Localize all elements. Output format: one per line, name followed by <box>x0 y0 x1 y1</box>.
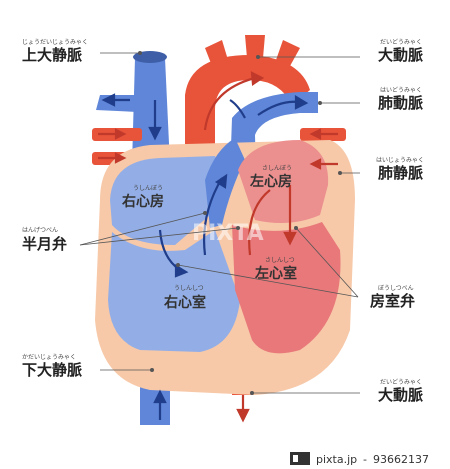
left-atrium-label: 左心房 <box>249 173 292 190</box>
aorta-top-ruby: だいどうみゃく <box>380 38 422 46</box>
left-atrium-ruby: さしんぼう <box>262 165 292 172</box>
pulmonary-vein-ruby: はいじょうみゃく <box>376 157 424 164</box>
left-atrium-chamber <box>238 140 329 224</box>
flow-arrows <box>101 93 309 420</box>
inferior-vena-cava-label: 下大静脈 <box>22 361 82 379</box>
right-ventricle-ruby: うしんしつ <box>174 285 204 292</box>
left-ventricle-ruby: さしんしつ <box>265 257 295 264</box>
pulmonary-vein-label: 肺静脈 <box>378 164 423 182</box>
semilunar-valve-label: 半月弁 <box>22 235 67 253</box>
semilunar-valve-ruby: はんげつべん <box>22 226 58 234</box>
watermark-text: PIXTA <box>192 221 264 246</box>
left-ventricle-chamber <box>232 222 341 354</box>
right-atrium-ruby: うしんぼう <box>133 185 163 192</box>
footer-separator: - <box>363 453 367 466</box>
flow-arrows-red <box>98 71 338 423</box>
aorta-bottom-ruby: だいどうみゃく <box>380 378 422 386</box>
right-ventricle-label: 右心室 <box>163 294 206 311</box>
pulmonary-artery-label: 肺動脈 <box>378 94 423 112</box>
right-atrium-label: 右心房 <box>121 193 164 210</box>
aorta-top-label: 大動脈 <box>378 46 423 64</box>
superior-vena-cava-ruby: じょうだいじょうみゃく <box>22 39 88 46</box>
right-atrium-chamber <box>110 156 219 245</box>
superior-vena-cava-label: 上大静脈 <box>22 46 82 64</box>
footer-site: pixta.jp <box>316 453 357 466</box>
aortic-arch-vessel <box>185 35 310 175</box>
left-ventricle-label: 左心室 <box>254 265 297 282</box>
atrioventricular-valve-ruby: ぼうしつべん <box>378 285 414 292</box>
inferior-vena-cava-ruby: かだいじょうみゃく <box>22 354 76 361</box>
right-ventricle-chamber <box>108 230 240 352</box>
footer: pixta.jp - 93662137 <box>0 449 450 469</box>
footer-id: 93662137 <box>373 453 429 466</box>
aorta-bottom-label: 大動脈 <box>378 386 423 404</box>
pixta-logo-icon <box>290 452 310 465</box>
leader-lines <box>79 51 360 395</box>
pulmonary-artery-ruby: はいどうみゃく <box>380 86 422 94</box>
atrioventricular-valve-label: 房室弁 <box>370 292 415 310</box>
